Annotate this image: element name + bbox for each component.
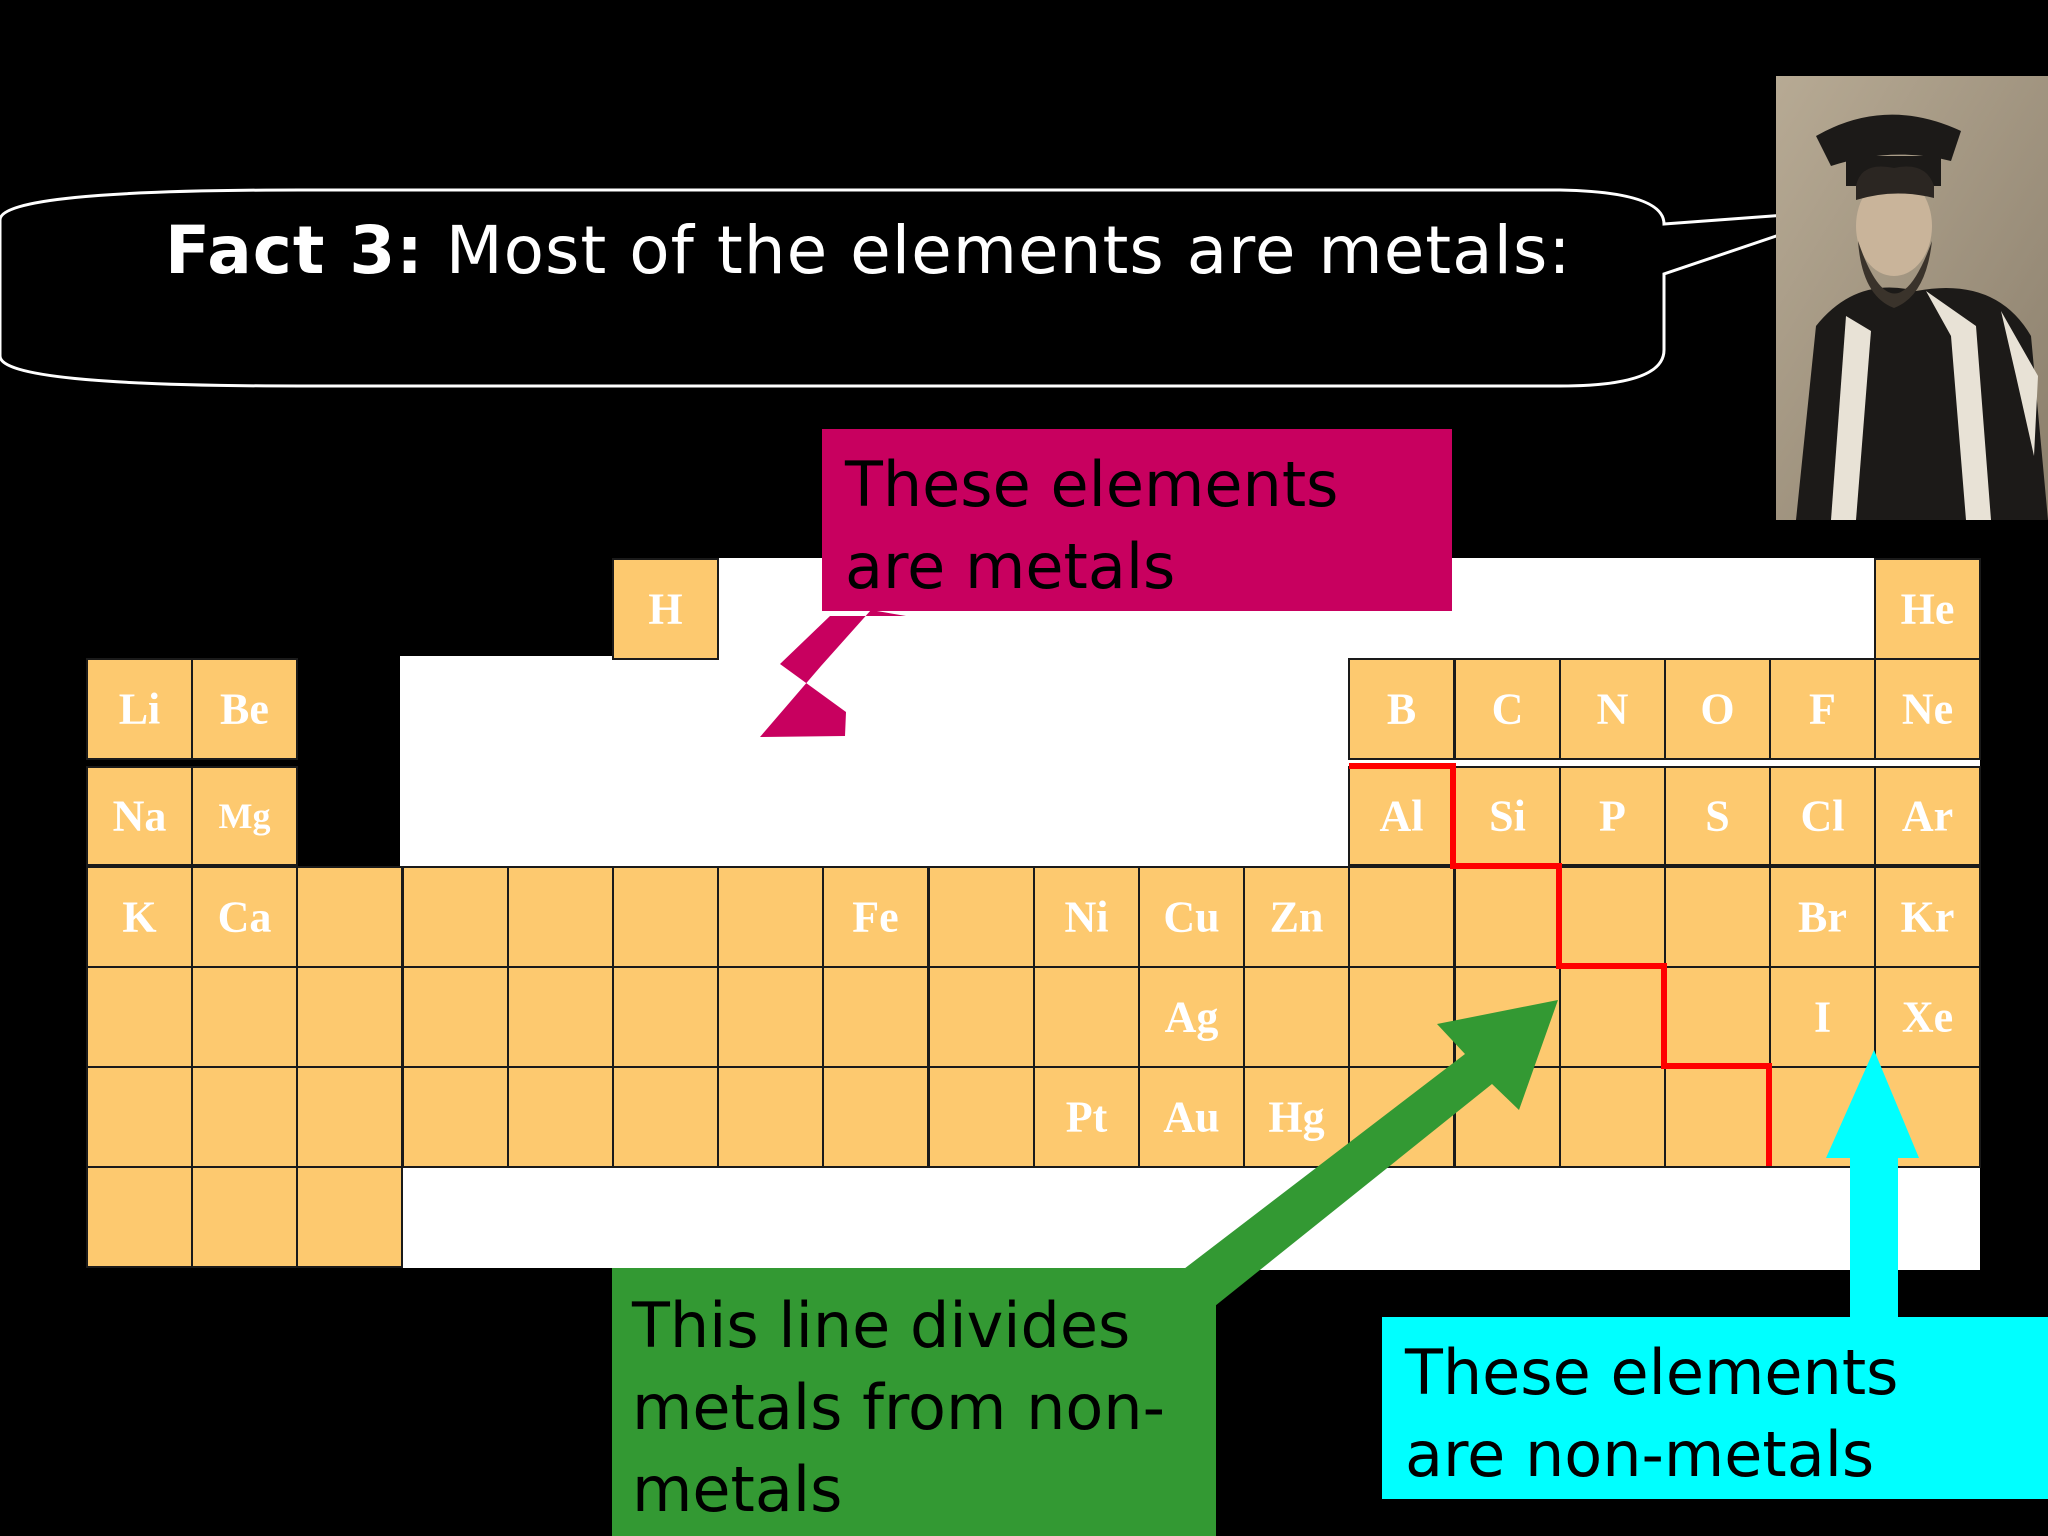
metals-callout-text: These elements are metals: [845, 444, 1338, 608]
element-symbol: Ar: [1901, 791, 1954, 841]
metals-arrow: [760, 610, 906, 737]
element-symbol: Br: [1798, 892, 1847, 942]
element-cell-si: Si: [1454, 766, 1561, 866]
element-symbol: H: [648, 584, 683, 634]
element-symbol: I: [1813, 992, 1832, 1042]
metals-callout-line-2: are metals: [845, 530, 1176, 603]
element-cell-c: C: [1454, 658, 1561, 760]
element-symbol: B: [1386, 684, 1417, 734]
element-symbol: Hg: [1268, 1092, 1325, 1142]
element-symbol: K: [122, 892, 157, 942]
element-symbol: Ag: [1164, 992, 1219, 1042]
element-symbol: S: [1705, 791, 1730, 841]
element-symbol: Cl: [1800, 791, 1845, 841]
element-cell-pt: Pt: [1033, 1066, 1140, 1168]
bubble-text: Fact 3: Most of the elements are metals:: [165, 212, 1572, 289]
divider-callout-text: This line divides metals from non- metal…: [632, 1285, 1165, 1531]
nonmetals-callout-line-1: These elements: [1405, 1336, 1899, 1409]
element-cell-hg: Hg: [1243, 1066, 1350, 1168]
element-cell-ar: Ar: [1874, 766, 1981, 866]
element-symbol: Ni: [1064, 892, 1109, 942]
element-cell-na: Na: [86, 766, 193, 866]
element-symbol: Fe: [852, 892, 899, 942]
nonmetals-callout: [1382, 1317, 2048, 1499]
element-cell: [402, 1066, 509, 1168]
element-cell-he: He: [1874, 558, 1981, 660]
element-symbol: He: [1900, 584, 1955, 634]
divider-arrow: [1180, 1000, 1558, 1310]
element-cell: [191, 1166, 298, 1268]
element-cell: [296, 1066, 403, 1168]
nonmetals-arrow: [1826, 1050, 1919, 1317]
element-cell: [86, 1166, 193, 1268]
element-symbol: N: [1596, 684, 1629, 734]
metals-callout-line-1: These elements: [845, 448, 1339, 521]
element-cell: [612, 1066, 719, 1168]
element-cell-al: Al: [1348, 766, 1455, 866]
element-cell: [1348, 866, 1455, 968]
element-symbol: Au: [1163, 1092, 1220, 1142]
element-cell-au: Au: [1138, 1066, 1245, 1168]
element-symbol: Zn: [1269, 892, 1324, 942]
divider-callout: [612, 1268, 1216, 1536]
divider-callout-line-1: This line divides: [632, 1289, 1131, 1362]
element-symbol: P: [1599, 791, 1626, 841]
element-cell: [928, 1066, 1035, 1168]
nonmetals-callout-line-2: are non-metals: [1405, 1418, 1875, 1491]
element-symbol: Be: [220, 684, 269, 734]
metals-callout: [822, 429, 1452, 611]
element-cell: [1243, 966, 1350, 1068]
element-cell-mg: Mg: [191, 766, 298, 866]
element-symbol: Ca: [217, 892, 272, 942]
element-cell: [296, 1166, 403, 1268]
element-cell-li: Li: [86, 658, 193, 760]
element-symbol: F: [1809, 684, 1836, 734]
element-cell-kr: Kr: [1874, 866, 1981, 968]
element-symbol: Si: [1489, 791, 1526, 841]
element-cell-ne: Ne: [1874, 658, 1981, 760]
element-cell: [402, 966, 509, 1068]
element-cell: [717, 1066, 824, 1168]
element-symbol: Kr: [1900, 892, 1955, 942]
element-cell: [717, 866, 824, 968]
element-cell-h: H: [612, 558, 719, 660]
element-symbol: Al: [1379, 791, 1424, 841]
element-cell-o: O: [1664, 658, 1771, 760]
divider-callout-line-2: metals from non-: [632, 1371, 1165, 1444]
fact-label: Fact 3:: [165, 212, 424, 289]
element-cell-be: Be: [191, 658, 298, 760]
fact-text: Most of the elements are metals:: [445, 212, 1572, 289]
element-symbol: Mg: [218, 796, 271, 836]
element-cell: [822, 966, 929, 1068]
element-cell: [822, 1066, 929, 1168]
element-symbol: Pt: [1065, 1092, 1108, 1142]
element-symbol: Xe: [1901, 992, 1954, 1042]
element-cell-ag: Ag: [1138, 966, 1245, 1068]
scientist-portrait: [1776, 76, 2048, 520]
element-symbol: O: [1700, 684, 1735, 734]
element-symbol: Li: [118, 684, 161, 734]
element-symbol: Ne: [1901, 684, 1954, 734]
element-cell-n: N: [1559, 658, 1666, 760]
nonmetals-callout-text: These elements are non-metals: [1405, 1332, 1898, 1496]
element-cell: [507, 1066, 614, 1168]
metal-nonmetal-divider-line: [1349, 763, 1772, 1166]
element-cell-br: Br: [1769, 866, 1876, 968]
element-cell-ca: Ca: [191, 866, 298, 968]
divider-callout-line-3: metals: [632, 1453, 843, 1526]
element-symbol: Cu: [1163, 892, 1220, 942]
element-cell: [928, 966, 1035, 1068]
element-symbol: Na: [112, 791, 167, 841]
element-symbol: C: [1491, 684, 1524, 734]
bearded-scientist-portrait-icon: [1776, 76, 2048, 520]
